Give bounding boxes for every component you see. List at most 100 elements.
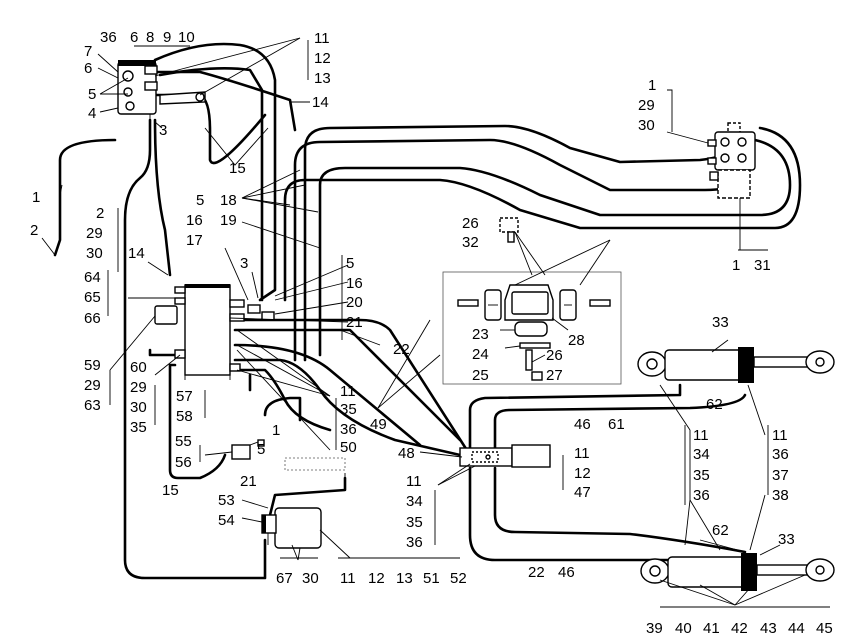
callout-20: 20 (346, 294, 363, 311)
callout-42: 42 (731, 620, 748, 637)
callout-12: 12 (574, 465, 591, 482)
callout-21: 21 (346, 314, 363, 331)
callout-32: 32 (462, 234, 479, 251)
callout-15: 15 (229, 160, 246, 177)
junction-block (459, 444, 551, 468)
dashed-bracket (284, 457, 346, 471)
callout-22: 22 (528, 564, 545, 581)
callout-14: 14 (312, 94, 329, 111)
callout-23: 23 (472, 326, 489, 343)
callout-58: 58 (176, 408, 193, 425)
callout-5: 5 (88, 86, 96, 103)
components (117, 60, 835, 591)
callout-36: 36 (100, 29, 117, 46)
callout-1: 1 (648, 77, 656, 94)
callout-53: 53 (218, 492, 235, 509)
cylinder-upper (637, 347, 835, 383)
control-block (154, 284, 275, 380)
callout-11: 11 (340, 383, 356, 400)
callout-28: 28 (568, 332, 585, 349)
callout-18: 18 (220, 192, 237, 209)
callout-11: 11 (693, 427, 709, 444)
callout-14: 14 (128, 245, 145, 262)
callout-36: 36 (693, 487, 710, 504)
callout-46: 46 (574, 416, 591, 433)
hose-15 (168, 363, 227, 480)
callout-11: 11 (406, 473, 422, 490)
callout-29: 29 (84, 377, 101, 394)
callout-45: 45 (816, 620, 833, 637)
callout-2: 2 (30, 222, 38, 239)
callout-10: 10 (178, 29, 195, 46)
callout-60: 60 (130, 359, 147, 376)
callout-26: 26 (546, 347, 563, 364)
callout-1: 1 (272, 422, 280, 439)
callout-54: 54 (218, 512, 235, 529)
callout-36: 36 (772, 446, 789, 463)
hose-left-long (123, 118, 267, 580)
callout-5: 5 (196, 192, 204, 209)
callout-30: 30 (86, 245, 103, 262)
callout-46: 46 (558, 564, 575, 581)
callout-49: 49 (370, 416, 387, 433)
callout-9: 9 (163, 29, 171, 46)
callout-52: 52 (450, 570, 467, 587)
right-distributor (707, 122, 756, 199)
callout-51: 51 (423, 570, 440, 587)
callout-29: 29 (130, 379, 147, 396)
stub-b (263, 396, 302, 422)
callout-6: 6 (130, 29, 138, 46)
callout-40: 40 (675, 620, 692, 637)
callout-3: 3 (240, 255, 248, 272)
leader-lines (41, 37, 830, 608)
callout-11: 11 (772, 427, 788, 444)
callout-62: 62 (712, 522, 729, 539)
cylinder-lower (640, 553, 835, 591)
callout-55: 55 (175, 433, 192, 450)
callout-63: 63 (84, 397, 101, 414)
callout-24: 24 (472, 346, 489, 363)
callout-35: 35 (340, 401, 357, 418)
callout-13: 13 (396, 570, 413, 587)
callout-57: 57 (176, 388, 193, 405)
callout-26: 26 (462, 215, 479, 232)
callout-38: 38 (772, 487, 789, 504)
callout-31: 31 (754, 257, 771, 274)
callout-7: 7 (84, 43, 92, 60)
callout-43: 43 (760, 620, 777, 637)
pipe-block-3 (233, 343, 422, 447)
callout-5: 5 (257, 441, 265, 458)
callout-4: 4 (88, 105, 96, 122)
callout-15: 15 (162, 482, 179, 499)
callout-35: 35 (693, 467, 710, 484)
hose-46-upper (468, 383, 682, 452)
callout-27: 27 (546, 367, 563, 384)
fitting-small (257, 439, 265, 447)
callout-16: 16 (346, 275, 363, 292)
callout-3: 3 (159, 122, 167, 139)
callout-30: 30 (130, 399, 147, 416)
callout-67: 67 (276, 570, 293, 587)
callout-62: 62 (706, 396, 723, 413)
callout-1: 1 (32, 189, 40, 206)
callout-5: 5 (346, 255, 354, 272)
callout-35: 35 (406, 514, 423, 531)
callout-22: 22 (393, 341, 410, 358)
hose-lines (53, 42, 802, 580)
hose-1-left (53, 138, 117, 257)
callout-66: 66 (84, 310, 101, 327)
callout-36: 36 (406, 534, 423, 551)
callout-12: 12 (314, 50, 331, 67)
callout-39: 39 (646, 620, 663, 637)
callout-33: 33 (712, 314, 729, 331)
callout-12: 12 (368, 570, 385, 587)
callout-17: 17 (186, 232, 203, 249)
callout-16: 16 (186, 212, 203, 229)
pipe-block-2 (233, 328, 462, 442)
callout-37: 37 (772, 467, 789, 484)
pipe-block-left (148, 348, 177, 357)
callout-36: 36 (340, 421, 357, 438)
top-left-valve (117, 60, 206, 122)
hose-46-lower (493, 466, 747, 554)
